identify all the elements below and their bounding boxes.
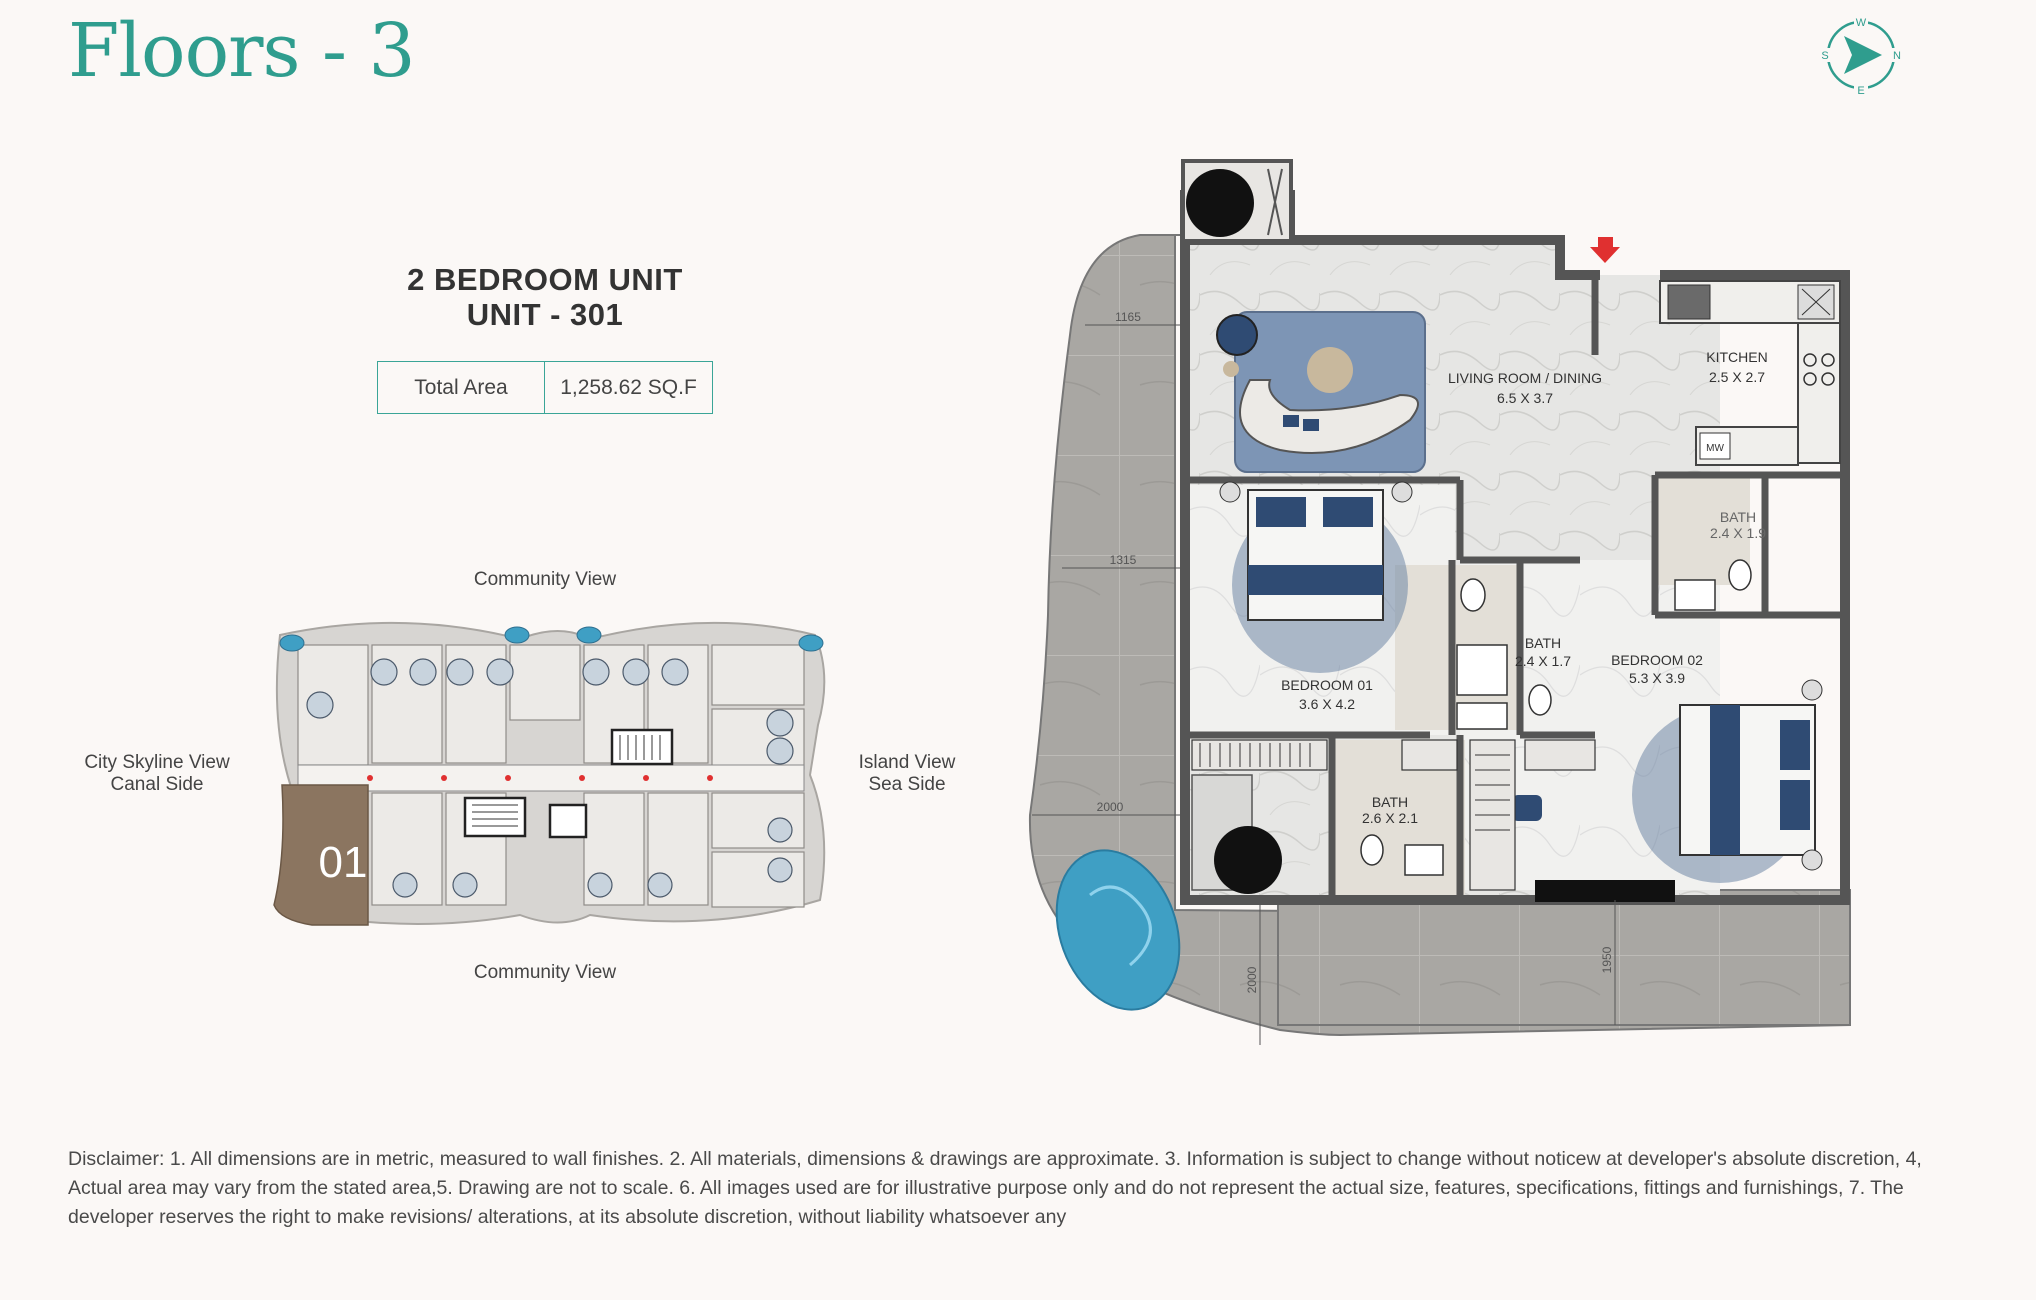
unit-number: UNIT - 301: [466, 297, 624, 332]
room-labels: LIVING ROOM / DINING 6.5 X 3.7 KITCHEN 2…: [1281, 349, 1768, 826]
bedroom1-name: BEDROOM 01: [1281, 677, 1373, 693]
unit-type: 2 BEDROOM UNIT: [407, 262, 683, 297]
compass-icon: W E S N: [1820, 14, 1902, 96]
kitchen-counter-side: [1797, 322, 1841, 464]
living-size: 6.5 X 3.7: [1497, 390, 1553, 406]
compass-arrow-icon: [1844, 36, 1882, 74]
furniture-circles: [306, 658, 794, 898]
bath-b-name: BATH: [1525, 635, 1561, 651]
compass-s: S: [1821, 50, 1828, 62]
dim-1165: 1165: [1115, 310, 1141, 324]
disclaimer: Disclaimer: 1. All dimensions are in met…: [68, 1148, 1922, 1228]
bedroom2-name: BEDROOM 02: [1611, 652, 1703, 668]
floor-plan: MW: [1028, 159, 1851, 1045]
interior-walls: [1185, 275, 1845, 900]
column-top: [1186, 169, 1254, 237]
living-name: LIVING ROOM / DINING: [1448, 370, 1602, 386]
view-label-top: Community View: [473, 569, 617, 590]
pool: [1055, 849, 1181, 1011]
bath-b-size: 2.4 X 1.7: [1515, 653, 1571, 669]
view-label-left-2: Canal Side: [110, 774, 204, 795]
bath-c-size: 2.6 X 2.1: [1362, 810, 1418, 826]
total-area-box: Total Area 1,258.62 SQ.F: [377, 361, 713, 414]
view-label-right: Island View Sea Side: [812, 752, 1002, 796]
dim-1950: 1950: [1600, 946, 1614, 973]
bedroom1-size: 3.6 X 4.2: [1299, 696, 1355, 712]
entry-dots: [367, 775, 713, 781]
view-label-right-2: Sea Side: [868, 774, 946, 795]
total-area-label: Total Area: [378, 362, 545, 413]
dim-2000-a: 2000: [1097, 800, 1124, 814]
dim-1315: 1315: [1110, 553, 1137, 567]
bath-a-size: 2.4 X 1.9: [1710, 525, 1766, 541]
view-label-right-1: Island View: [858, 752, 956, 773]
view-label-left: City Skyline View Canal Side: [62, 752, 252, 796]
unit-01-highlight: [273, 784, 369, 926]
sofa: [1239, 379, 1419, 454]
compass-w: W: [1856, 17, 1867, 29]
dimension-lines: [1032, 324, 1616, 1045]
key-plan: 01: [273, 621, 826, 926]
terrace-bottom: [1277, 889, 1851, 1026]
kitchen-name: KITCHEN: [1706, 349, 1767, 365]
bath-a-name: BATH: [1720, 509, 1756, 525]
wardrobe-hangers: [1199, 743, 1510, 831]
unit-01-label: 01: [319, 838, 368, 887]
kitchen-size: 2.5 X 2.7: [1709, 369, 1765, 385]
entry-arrow-icon: [1590, 237, 1620, 263]
dim-2000-b: 2000: [1245, 966, 1259, 993]
microwave-label: MW: [1706, 443, 1724, 454]
coffee-table: [1307, 347, 1353, 393]
compass-e: E: [1857, 85, 1864, 96]
column-bottom: [1214, 826, 1282, 894]
armchair: [1216, 314, 1258, 356]
pool-icons: [279, 626, 824, 652]
bedroom2-size: 5.3 X 3.9: [1629, 670, 1685, 686]
stair-cores: [463, 728, 674, 839]
compass-n: N: [1893, 50, 1901, 62]
bath-c-name: BATH: [1372, 794, 1408, 810]
window-dark: [1535, 880, 1675, 902]
page-title: Floors - 3: [68, 8, 416, 94]
dimension-labels: 1165 1315 2000 2000 1950: [1097, 310, 1614, 993]
total-area-value: 1,258.62 SQ.F: [560, 375, 697, 399]
unit-heading: 2 BEDROOM UNIT UNIT - 301: [300, 262, 790, 332]
pool-ripple: [1089, 885, 1152, 967]
view-label-bottom: Community View: [473, 962, 617, 983]
view-label-left-1: City Skyline View: [84, 752, 230, 773]
bath-fixtures: [1360, 559, 1752, 876]
stair-treads: [472, 735, 661, 827]
corridor: [297, 764, 805, 792]
